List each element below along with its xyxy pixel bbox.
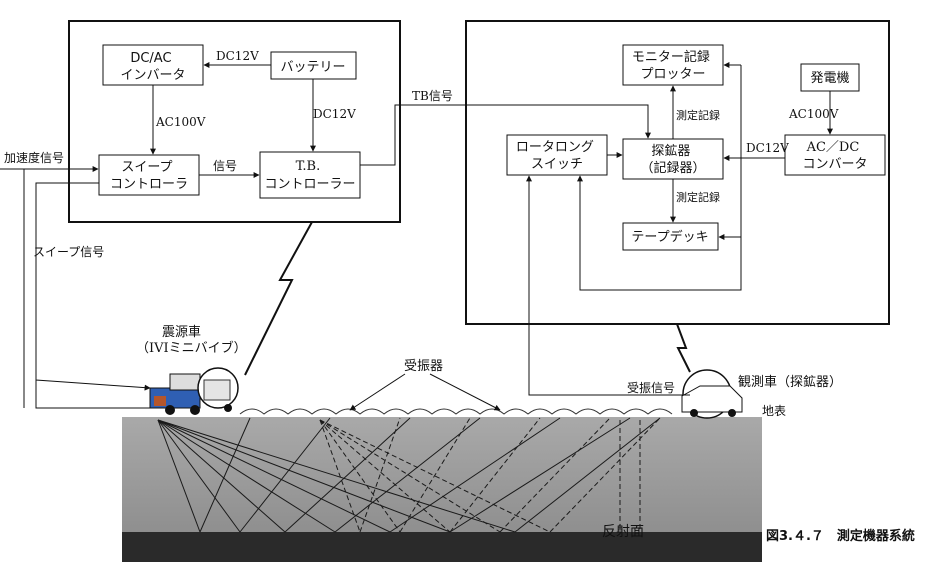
sweep-controller-box — [98, 154, 200, 196]
tb-signal-line — [360, 104, 651, 166]
dc12v-side-label: DC12V — [313, 107, 356, 121]
reflector-layer — [122, 532, 762, 562]
monitor-plotter-box — [622, 44, 724, 86]
tape-deck-box — [622, 222, 719, 251]
rotalong-switch-label: ロータロング スイッチ — [516, 140, 598, 172]
generator-box — [800, 63, 860, 92]
source-control-box — [68, 20, 401, 223]
inverter-label: DC/AC インバータ — [120, 51, 185, 83]
acdc-converter-label: AC／DC コンバータ — [802, 140, 867, 172]
power-bus-line — [577, 158, 742, 291]
sweep-controller-label: スイープ コントローラ — [110, 160, 188, 192]
observation-vehicle — [681, 369, 743, 419]
accel-signal-label: 加速度信号 — [4, 150, 64, 165]
receive-signal-line — [526, 175, 690, 396]
geophone-cable — [239, 408, 673, 415]
ac100v-left-label: AC100V — [155, 115, 206, 129]
reflector-label: 反射面 — [602, 524, 644, 540]
recorder-label: 探鉱器 （記録器） — [640, 143, 705, 176]
radio-link-left — [244, 221, 313, 376]
ac100v-right-label: AC100V — [788, 107, 839, 121]
generator-label: 発電機 — [810, 71, 849, 86]
sweep-signal-line — [35, 182, 158, 409]
geophones-label: 受振器 — [404, 359, 443, 374]
monitor-plotter-label: モニター記録 プロッター — [632, 49, 714, 82]
receive-signal-label: 受振信号 — [627, 381, 675, 395]
ground-section: 地表 反射面 — [122, 404, 786, 562]
sweep-to-vehicle-line — [35, 300, 151, 391]
measure-bottom-label: 測定記録 — [676, 190, 720, 204]
sweep-signal-label: スイープ信号 — [33, 245, 104, 259]
rotalong-switch-box — [506, 134, 608, 176]
tape-deck-label: テープデッキ — [631, 229, 708, 245]
figure-caption: 図3.４.７ 測定機器系統 — [766, 528, 915, 544]
tb-signal-label: TB信号 — [412, 89, 453, 103]
tb-controller-box — [259, 151, 361, 199]
dc12v-right-label: DC12V — [746, 141, 789, 155]
signal-label: 信号 — [213, 159, 237, 173]
subsurface-layer — [122, 417, 762, 532]
geophone-pointer-left — [349, 373, 406, 411]
tb-controller-label: T.B. コントローラー — [264, 159, 355, 192]
ray-paths-dashed — [319, 417, 661, 533]
dc12v-top-label: DC12V — [216, 49, 259, 63]
ray-paths-solid — [157, 417, 661, 533]
battery-label: バッテリー — [280, 60, 345, 75]
radio-link-right — [676, 323, 691, 373]
source-vehicle-label: 震源車 （IVIミニバイブ） — [136, 325, 247, 356]
source-vehicle — [149, 367, 239, 415]
geophone-pointer-right — [429, 373, 501, 411]
measure-top-label: 測定記録 — [676, 108, 720, 122]
ground-surface-label: 地表 — [762, 404, 786, 418]
observation-vehicle-label: 観測車（探鉱器） — [738, 374, 842, 390]
inverter-box — [102, 44, 204, 86]
acdc-converter-box — [784, 134, 886, 176]
